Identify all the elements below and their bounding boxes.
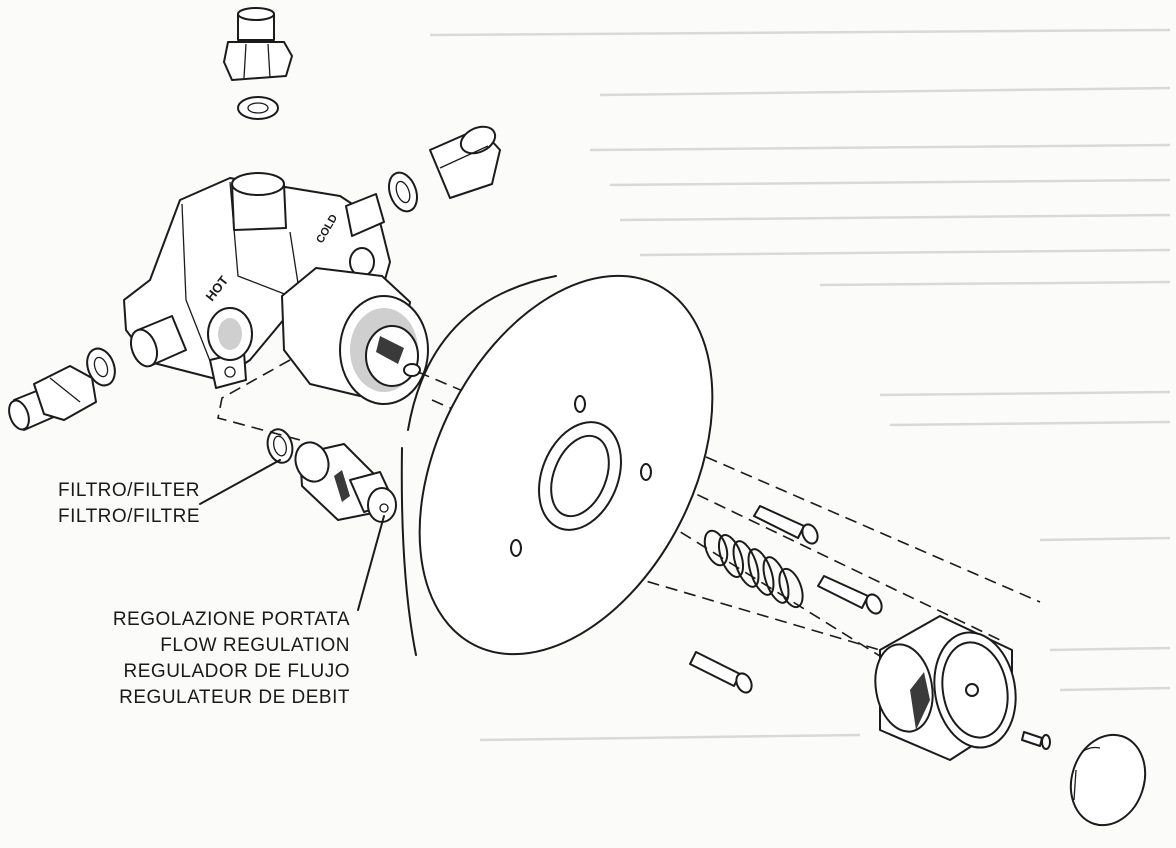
filter-label-line-2: FILTRO/FILTRE (58, 506, 200, 527)
valve-body (123, 172, 429, 405)
background-bleed-through (429, 28, 1171, 742)
filter-label-line-1: FILTRO/FILTER (58, 480, 200, 501)
mounting-screw-upper (753, 505, 819, 545)
mounting-screw-middle (817, 575, 883, 615)
flow-regulation-label-line-1: REGOLAZIONE PORTATA (112, 609, 350, 630)
handle-screw (1021, 731, 1051, 750)
flow-regulation-leader-line (357, 515, 385, 611)
filter-gasket (266, 428, 294, 464)
cold-inlet-fitting (387, 125, 501, 213)
top-inlet-fitting (223, 7, 293, 120)
escutcheon-plate (400, 274, 714, 656)
flow-regulation-label-line-4: REGULATEUR DE DEBIT (119, 687, 350, 708)
handle-knob (874, 615, 1017, 761)
filter-label: FILTRO/FILTER FILTRO/FILTRE (40, 478, 200, 530)
flow-regulation-label: REGOLAZIONE PORTATA FLOW REGULATION REGU… (90, 607, 350, 711)
flow-regulator (294, 441, 397, 523)
flow-regulation-label-line-2: FLOW REGULATION (160, 635, 350, 656)
filter-leader-line (199, 459, 281, 505)
mounting-screw-lower (689, 651, 753, 694)
hot-inlet-fitting (8, 347, 116, 431)
handle-cap (1069, 733, 1147, 827)
flow-regulation-label-line-3: REGULADOR DE FLUJO (123, 661, 350, 682)
spring (703, 529, 804, 609)
